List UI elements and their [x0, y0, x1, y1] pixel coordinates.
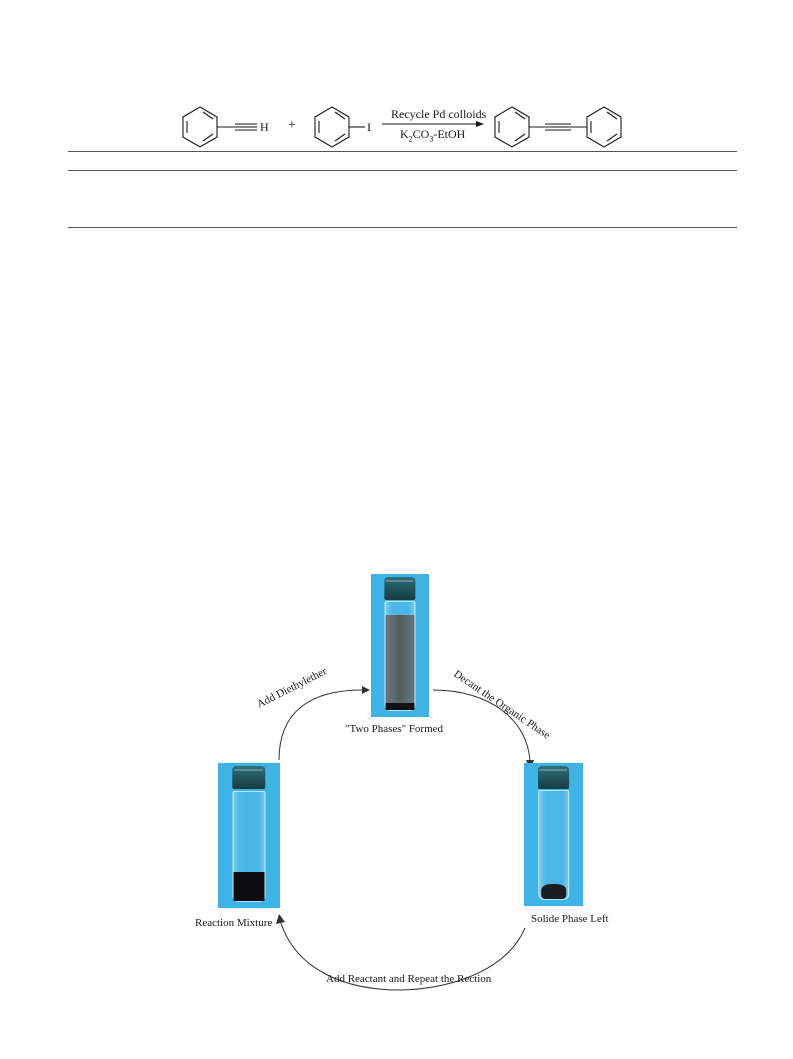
label-two-phases: "Two Phases" Formed — [345, 723, 444, 735]
arrow-bottom-sub2: 2 — [408, 134, 413, 144]
vial-two-phases — [371, 574, 429, 717]
vial-reaction-mixture — [218, 763, 280, 908]
label-reaction-mixture: Reaction Mixture — [195, 917, 273, 929]
dark-colloid-layer — [385, 702, 415, 711]
table-rule-bottom — [68, 227, 737, 228]
arrow-decant — [432, 689, 531, 763]
label-add-reactant: Add Reactant and Repeat the Rection — [326, 973, 492, 985]
vial-cap — [537, 765, 570, 789]
alkyne-bond-2 — [529, 123, 587, 131]
table-rule-top — [68, 151, 737, 152]
arrow-bottom-co: CO — [412, 127, 430, 141]
label-solid-phase: Solide Phase Left — [531, 913, 609, 925]
grey-organic-phase — [385, 615, 415, 711]
arrow-top-label: Recycle Pd colloids — [391, 107, 487, 121]
cycle-arrows — [276, 686, 534, 991]
vial-glass — [384, 601, 416, 712]
vial-glass — [232, 790, 266, 903]
solid-residue — [541, 884, 566, 900]
alkyne-bond-1 — [217, 123, 257, 131]
arrow-add-reactant — [279, 919, 526, 991]
arrowhead-1 — [362, 686, 370, 694]
arrow-bottom-rest: -EtOH — [433, 127, 466, 141]
benzene-ring-3 — [494, 106, 530, 148]
plus-sign: + — [288, 118, 296, 133]
dark-reaction-liquid — [233, 871, 265, 902]
benzene-ring-1 — [182, 106, 218, 148]
arrow-bottom-sub3: 3 — [429, 134, 434, 144]
vial-solid-phase — [524, 763, 583, 906]
benzene-ring-2 — [314, 106, 365, 148]
reaction-arrow — [382, 121, 484, 127]
iodine-label: I — [367, 120, 371, 134]
hydrogen-label: H — [260, 120, 269, 134]
arrow-bottom-label: K2CO3-EtOH — [400, 127, 465, 143]
arrowhead-3 — [276, 914, 285, 924]
benzene-ring-4 — [586, 106, 622, 148]
vial-cap — [384, 576, 416, 600]
vial-cap — [232, 765, 266, 790]
reaction-scheme — [182, 106, 622, 148]
arrow-bottom-k: K — [400, 127, 409, 141]
table-rule-header — [68, 170, 737, 171]
arrow-add-diethylether — [278, 689, 363, 761]
vial-glass — [537, 790, 570, 901]
